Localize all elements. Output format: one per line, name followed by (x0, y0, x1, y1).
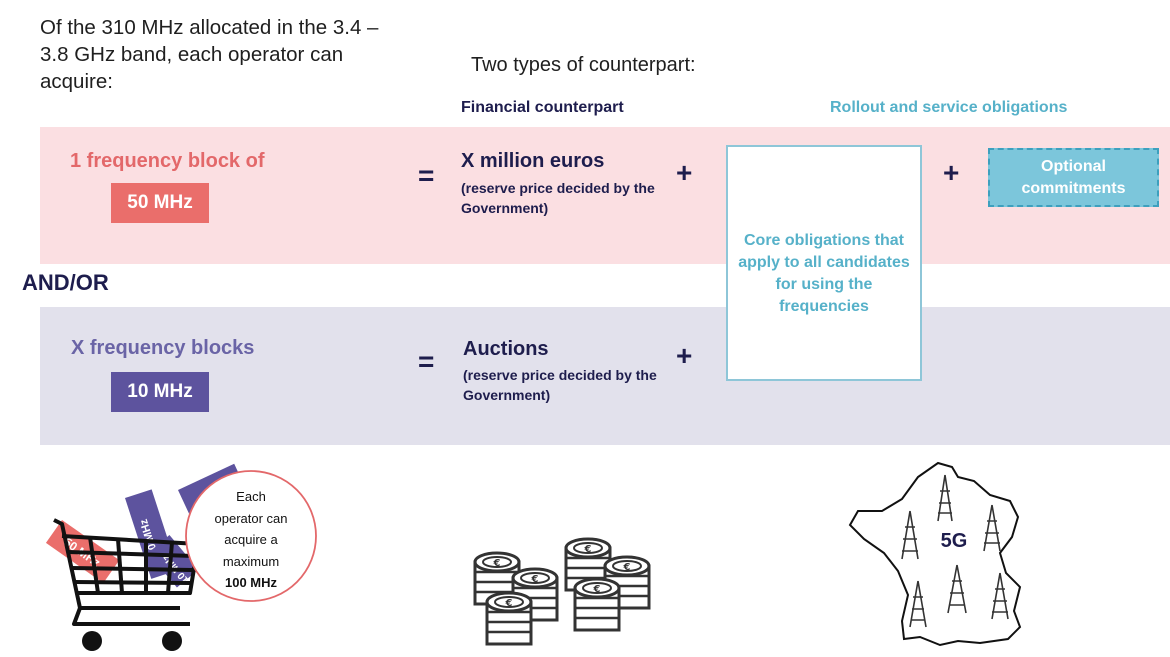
core-obligations-box: Core obligations that apply to all candi… (726, 145, 922, 381)
optional-commitments-box: Optional commitments (988, 148, 1159, 207)
row1-equals: = (418, 160, 435, 191)
counterpart-title: Two types of counterpart: (471, 54, 696, 76)
euro-coins-icon: € (473, 537, 651, 646)
bubble-line-3: acquire a (224, 532, 278, 547)
core-obligations-text: Core obligations that apply to all candi… (738, 232, 910, 315)
row1-label: 1 frequency block of (70, 150, 265, 172)
row1-plus-core: + (676, 157, 693, 188)
max-spectrum-text: Each operator can acquire a maximum 100 … (196, 486, 306, 594)
row2-counterpart-note: (reserve price decided by the Government… (463, 367, 657, 403)
row2-badge: 10 MHz (111, 372, 209, 412)
france-5g-map-icon: 5G (848, 461, 1022, 647)
row1-badge: 50 MHz (111, 183, 209, 223)
bubble-line-5: 100 MHz (224, 575, 278, 590)
bubble-line-2: operator can (214, 510, 288, 526)
row2-plus-core: + (676, 340, 693, 371)
row2-counterpart: Auctions (463, 338, 549, 360)
financial-counterpart-header: Financial counterpart (461, 99, 624, 116)
andor-label: AND/OR (22, 270, 109, 295)
rollout-obligations-header: Rollout and service obligations (830, 99, 1068, 116)
antenna-icons (901, 474, 1009, 628)
bubble-line-4: maximum (222, 553, 280, 569)
optional-commitments-text: Optional commitments (1021, 157, 1126, 197)
row2-label: X frequency blocks (71, 337, 255, 359)
shopping-cart-icon: 50 MHz 10 MHz 10 MHz (45, 463, 317, 651)
row1-plus-optional: + (943, 157, 960, 188)
intro-text: Of the 310 MHz allocated in the 3.4 – 3.… (40, 16, 379, 93)
row1-band (40, 127, 1170, 264)
bubble-line-1: Each (236, 489, 266, 504)
row1-counterpart: X million euros (461, 150, 605, 172)
max-spectrum-bubble (185, 470, 317, 602)
map-5g-label: 5G (941, 530, 968, 552)
row1-counterpart-note: (reserve price decided by the Government… (461, 180, 655, 216)
row2-band (40, 307, 1170, 445)
row2-equals: = (418, 346, 435, 377)
